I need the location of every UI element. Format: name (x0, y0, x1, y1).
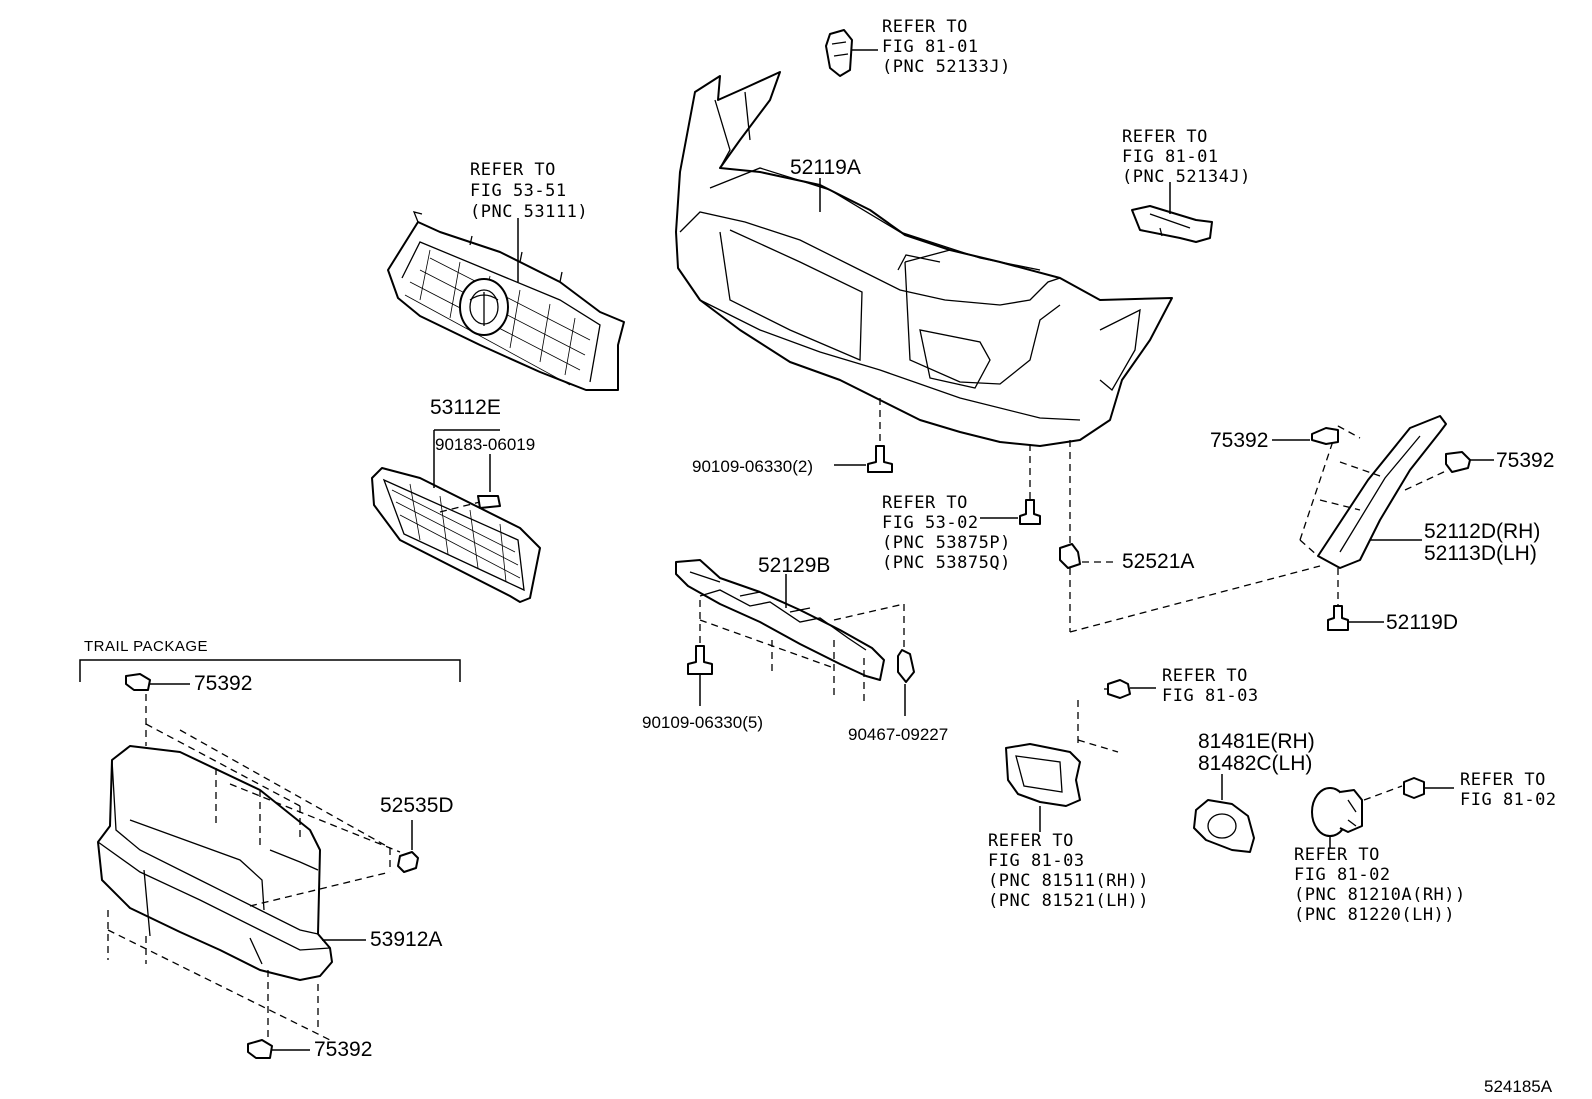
trail-part-clip-part-number: 52535D (380, 794, 454, 817)
lower-grille[interactable] (371, 467, 541, 603)
extension-screw-part-number: 52119D (1386, 611, 1458, 634)
fig81-02-bolt[interactable] (1403, 777, 1425, 799)
bracket-top-refer-label: REFER TO FIG 81-01 (PNC 52133J) (882, 17, 1011, 77)
retainer-part-number: 52521A (1122, 550, 1194, 573)
trail-bumper-cover[interactable] (97, 745, 333, 981)
fig53-ref-line1: REFER TO (882, 493, 968, 513)
fog-cover-refer-label: REFER TO FIG 81-03 (PNC 81511(RH)) (PNC … (988, 831, 1149, 911)
clip-right-b[interactable] (1445, 451, 1471, 473)
fog-lamp-ref-line3: (PNC 81210A(RH)) (1294, 885, 1466, 905)
fog-bezel-lh-part-number: 81482C(LH) (1198, 752, 1312, 775)
trail-package-bracket (79, 659, 461, 682)
trail-package-label: TRAIL PACKAGE (84, 638, 208, 655)
bracket-top-ref-line1: REFER TO (882, 17, 968, 37)
trail-clip-top-part-number: 75392 (194, 672, 252, 695)
fog-bezel-rh-part-number: 81481E(RH) (1198, 730, 1315, 753)
trail-clip-top[interactable] (125, 673, 151, 691)
diagram-id: 524185A (1484, 1077, 1553, 1096)
trail-cover-part-number: 53912A (370, 928, 442, 951)
clip-right-a[interactable] (1311, 427, 1339, 445)
fig53-ref-line4: (PNC 53875Q) (882, 553, 1011, 573)
absorber-bolt[interactable] (687, 645, 713, 675)
bracket-top[interactable] (825, 29, 853, 77)
fog-bezel[interactable] (1193, 799, 1255, 853)
absorber-clip-part-number: 90467-09227 (848, 725, 948, 744)
extension-rh-part-number: 52112D(RH) (1424, 520, 1540, 543)
trail-clip-bottom[interactable] (247, 1039, 273, 1059)
fog-lamp-refer-label: REFER TO FIG 81-02 (PNC 81210A(RH)) (PNC… (1294, 845, 1466, 925)
fog-cover-ref-line2: FIG 81-03 (988, 851, 1085, 871)
fog-lamp-ref-line4: (PNC 81220(LH)) (1294, 905, 1455, 925)
fog-lamp-ref-line1: REFER TO (1294, 845, 1380, 865)
front-bumper-cover[interactable] (675, 71, 1173, 447)
fog-cover-ref-line4: (PNC 81521(LH)) (988, 891, 1149, 911)
extension-lh-part-number: 52113D(LH) (1424, 542, 1537, 565)
absorber-clip[interactable] (897, 649, 915, 683)
fig53-ref-line2: FIG 53-02 (882, 513, 979, 533)
lower-grille-part-number: 53112E (430, 396, 501, 419)
fig53-02-screw[interactable] (1019, 499, 1041, 525)
extension-screw[interactable] (1327, 605, 1349, 631)
radiator-grille[interactable] (387, 211, 625, 391)
grille-refer-label: REFER TO FIG 53-51 (PNC 53111) (470, 160, 588, 222)
bracket-right[interactable] (1131, 205, 1213, 243)
bumper-extension[interactable] (1317, 415, 1447, 569)
fig53-02-refer-label: REFER TO FIG 53-02 (PNC 53875P) (PNC 538… (882, 493, 1011, 573)
fog-cover-ref-line1: REFER TO (988, 831, 1074, 851)
bracket-right-refer-label: REFER TO FIG 81-01 (PNC 52134J) (1122, 127, 1251, 187)
fog-lamp[interactable] (1311, 787, 1363, 837)
bumper-absorber[interactable] (675, 559, 885, 681)
lower-grille-clip-part-number: 90183-06019 (435, 435, 535, 454)
trail-clip-bottom-part-number: 75392 (314, 1038, 372, 1061)
absorber-bolt-part-number: 90109-06330(5) (642, 713, 763, 732)
fig81-03-bolt-refer-label: REFER TO FIG 81-03 (1162, 666, 1259, 706)
grille-ref-line1: REFER TO (470, 160, 556, 180)
absorber-part-number: 52129B (758, 554, 830, 577)
cover-bolt-part-number: 90109-06330(2) (692, 457, 813, 476)
cover-bolt[interactable] (867, 445, 893, 473)
fig81-02-bolt-refer-label: REFER TO FIG 81-02 (1460, 770, 1557, 810)
fig81-03-bolt-ref-line2: FIG 81-03 (1162, 686, 1259, 706)
bracket-right-ref-line1: REFER TO (1122, 127, 1208, 147)
fig81-03-bolt-ref-line1: REFER TO (1162, 666, 1248, 686)
trail-part-clip[interactable] (397, 851, 419, 873)
fog-cover-ref-line3: (PNC 81511(RH)) (988, 871, 1149, 891)
grille-ref-line3: (PNC 53111) (470, 202, 588, 222)
fog-lamp-cover[interactable] (1005, 743, 1081, 807)
fig81-03-bolt[interactable] (1104, 679, 1131, 699)
lower-grille-clip[interactable] (477, 495, 501, 509)
bracket-top-ref-line2: FIG 81-01 (882, 37, 979, 57)
fig81-02-bolt-ref-line2: FIG 81-02 (1460, 790, 1557, 810)
bracket-top-ref-line3: (PNC 52133J) (882, 57, 1011, 77)
bracket-right-ref-line3: (PNC 52134J) (1122, 167, 1251, 187)
grille-ref-line2: FIG 53-51 (470, 181, 567, 201)
clip-right-a-part-number: 75392 (1210, 429, 1268, 452)
bumper-cover-part-number: 52119A (790, 156, 861, 179)
bracket-right-ref-line2: FIG 81-01 (1122, 147, 1219, 167)
fig53-ref-line3: (PNC 53875P) (882, 533, 1011, 553)
retainer[interactable] (1059, 543, 1081, 569)
fog-lamp-ref-line2: FIG 81-02 (1294, 865, 1391, 885)
fig81-02-bolt-ref-line1: REFER TO (1460, 770, 1546, 790)
clip-right-b-part-number: 75392 (1496, 449, 1554, 472)
